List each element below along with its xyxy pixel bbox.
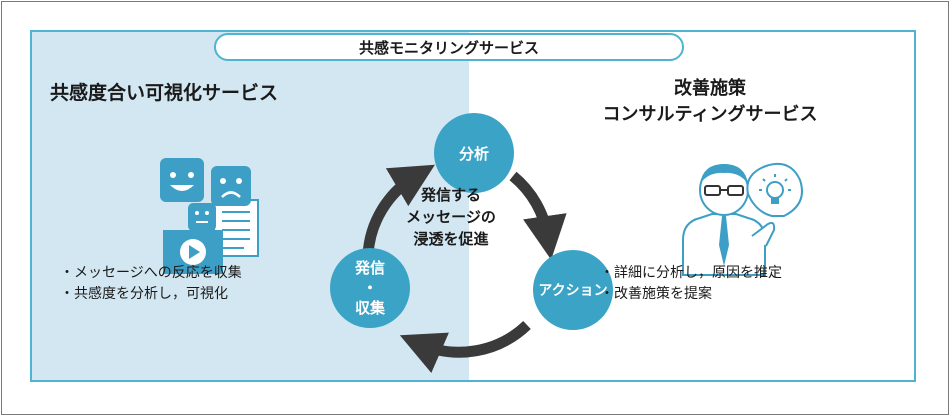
neutral-face-icon <box>188 203 216 231</box>
node-send-collect-label: 発信 ・ 収集 <box>330 258 410 318</box>
right-service-title: 改善施策 コンサルティングサービス <box>565 76 855 128</box>
center-line2: メッセージの <box>406 208 496 226</box>
arrow-action-to-send <box>399 320 531 373</box>
left-bullet-list: メッセージへの反応を収集 共感度を分析し，可視化 <box>60 263 242 305</box>
left-bullet: メッセージへの反応を収集 <box>60 263 242 284</box>
node-action-label: アクション <box>538 283 608 299</box>
arrow-analysis-to-action <box>509 171 567 260</box>
node-send-line2: ・ <box>362 279 378 297</box>
node-send-line1: 発信 <box>354 259 385 277</box>
node-send-line3: 収集 <box>354 299 385 317</box>
node-action <box>533 250 613 330</box>
sad-face-icon <box>211 166 251 206</box>
cycle-arrows <box>362 164 567 373</box>
service-title: 共感モニタリングサービス <box>358 38 539 57</box>
left-bullet: 共感度を分析し，可視化 <box>60 284 242 305</box>
consultant-icon <box>682 164 776 276</box>
right-title-line2: コンサルティングサービス <box>602 104 818 125</box>
right-bullet-list: 詳細に分析し，原因を推定 改善施策を提案 <box>600 263 782 305</box>
right-bullet: 詳細に分析し，原因を推定 <box>600 263 782 284</box>
center-line1: 発信する <box>420 186 481 204</box>
right-bullet: 改善施策を提案 <box>600 284 782 305</box>
left-service-title: 共感度合い可視化サービス <box>50 82 279 104</box>
center-line3: 浸透を促進 <box>413 230 489 248</box>
node-analysis <box>434 113 514 193</box>
lightbulb-icon <box>746 162 803 217</box>
service-title-pill: 共感モニタリングサービス <box>214 33 684 61</box>
right-title-line1: 改善施策 <box>674 78 746 99</box>
node-send-collect <box>330 248 410 328</box>
arrow-send-to-analysis <box>362 164 435 256</box>
feedback-illustration <box>160 158 259 274</box>
node-analysis-label: 分析 <box>458 145 489 163</box>
smiley-face-icon <box>160 158 204 202</box>
cycle-center-text: 発信する メッセージの 浸透を促進 <box>386 184 516 250</box>
